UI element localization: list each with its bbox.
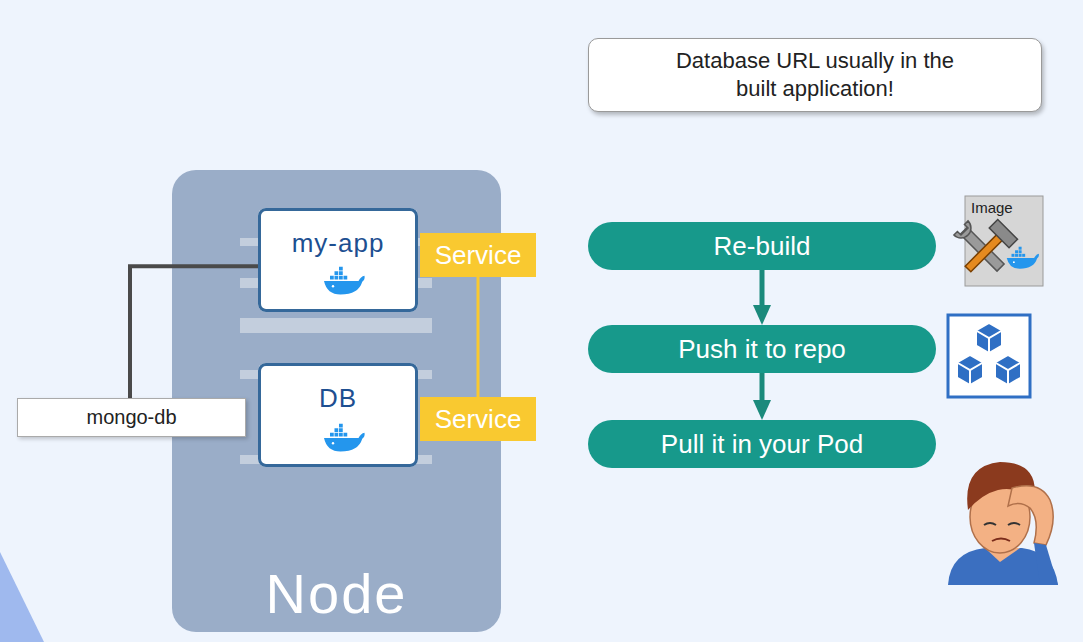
drawing-part — [957, 355, 983, 385]
node-text: Service — [435, 404, 522, 435]
node-text: Re-build — [714, 231, 811, 262]
drawing-part — [948, 315, 1030, 397]
node-text: Node — [266, 561, 408, 626]
name-box: mongo-db — [17, 398, 246, 437]
node-text: Database URL usually in the built applic… — [655, 47, 975, 103]
drawing-part — [995, 355, 1021, 385]
node-text: Pull it in your Pod — [661, 429, 863, 460]
docker-whale — [324, 267, 365, 295]
drawing-part — [989, 219, 1017, 247]
frustrated-person — [948, 462, 1058, 585]
link-line — [130, 266, 258, 398]
drawing-part — [984, 523, 996, 525]
drawing-part — [1034, 543, 1058, 585]
flow-arrow — [760, 270, 765, 313]
db-box-fill — [258, 363, 418, 467]
drawing-part — [958, 219, 1017, 278]
drawing-part — [965, 234, 1003, 272]
container-box: DB — [258, 363, 418, 467]
step-pill: Re-build — [588, 222, 936, 270]
node-text: Push it to repo — [678, 334, 846, 365]
flow-arrow — [760, 373, 765, 408]
drawing-part — [240, 318, 432, 333]
step-pill: Push it to repo — [588, 325, 936, 373]
docker-whale — [324, 424, 365, 452]
node-text: my-app — [292, 228, 385, 258]
app-box-fill — [258, 208, 418, 312]
corner-shape — [0, 552, 44, 642]
container-box: my-app — [258, 208, 418, 312]
node-text: mongo-db — [86, 406, 176, 429]
service-box: Service — [420, 397, 536, 441]
node-text: Service — [435, 240, 522, 271]
drawing-part — [1008, 486, 1053, 545]
link-line — [477, 277, 480, 397]
drawing-part — [1008, 523, 1020, 525]
node-text: DB — [319, 383, 357, 413]
repository-icon — [948, 315, 1030, 397]
step-pill: Pull it in your Pod — [588, 420, 936, 468]
service-box: Service — [420, 233, 536, 277]
image-icon — [954, 196, 1043, 286]
drawing-part — [992, 539, 1010, 542]
drawing-part — [1007, 247, 1039, 269]
drawing-part — [954, 221, 975, 242]
drawing-part — [976, 323, 1002, 353]
icon-caption: Image — [971, 199, 1013, 216]
note-callout: Database URL usually in the built applic… — [588, 38, 1042, 112]
